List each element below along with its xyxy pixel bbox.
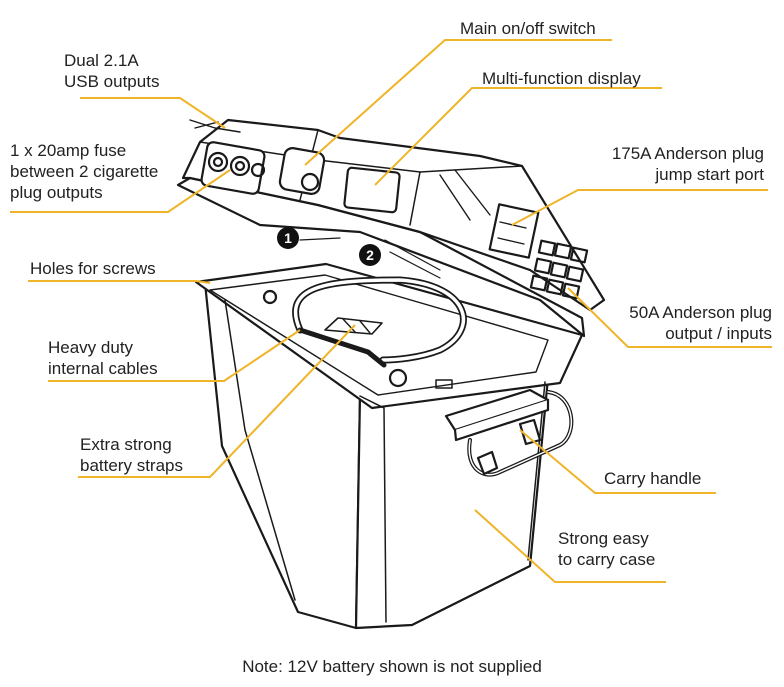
display-panel bbox=[343, 166, 401, 214]
label-display: Multi-function display bbox=[482, 69, 641, 88]
label-fuse: 1 x 20amp fuse between 2 cigarette plug … bbox=[10, 140, 158, 203]
label-fuse-line3: plug outputs bbox=[10, 183, 103, 202]
leader-anderson175 bbox=[511, 189, 768, 226]
leader-fuse bbox=[10, 169, 231, 213]
label-case-line2: to carry case bbox=[558, 550, 656, 569]
label-case-line1: Strong easy bbox=[558, 529, 649, 548]
label-cables: Heavy duty internal cables bbox=[48, 337, 158, 379]
anderson-50-group bbox=[529, 239, 589, 300]
anderson-175 bbox=[488, 203, 540, 259]
label-cables-line1: Heavy duty bbox=[48, 338, 134, 357]
label-switch: Main on/off switch bbox=[460, 19, 596, 38]
battery-strap bbox=[324, 317, 383, 335]
leader-usb bbox=[80, 97, 226, 129]
label-straps-line1: Extra strong bbox=[80, 435, 172, 454]
label-anderson175-line1: 175A Anderson plug bbox=[611, 144, 764, 163]
leader-case bbox=[474, 509, 666, 583]
leader-switch bbox=[304, 39, 612, 166]
label-screws: Holes for screws bbox=[30, 259, 156, 278]
leader-straps bbox=[78, 324, 356, 478]
label-cables-line2: internal cables bbox=[48, 359, 158, 378]
label-handle: Carry handle bbox=[604, 469, 702, 488]
leader-handle bbox=[519, 429, 716, 494]
label-anderson50-line1: 50A Anderson plug bbox=[629, 303, 772, 322]
marker-2 bbox=[359, 244, 381, 266]
main-switch bbox=[278, 147, 326, 195]
case-rim bbox=[194, 262, 584, 410]
label-usb-line2: USB outputs bbox=[64, 72, 160, 91]
leader-screws bbox=[28, 280, 211, 284]
label-anderson50: 50A Anderson plug output / inputs bbox=[629, 302, 772, 344]
label-usb-line1: Dual 2.1A bbox=[64, 51, 139, 70]
label-usb: Dual 2.1A USB outputs bbox=[64, 50, 159, 92]
label-case: Strong easy to carry case bbox=[558, 528, 655, 570]
label-anderson50-line2: output / inputs bbox=[665, 324, 772, 343]
marker-1-text: 1 bbox=[284, 230, 292, 246]
label-fuse-line2: between 2 cigarette bbox=[10, 162, 159, 181]
label-straps: Extra strong battery straps bbox=[80, 434, 183, 476]
label-anderson175-line2: jump start port bbox=[655, 165, 764, 184]
leader-display bbox=[374, 87, 662, 186]
leader-anderson50 bbox=[567, 287, 772, 348]
leader-cables bbox=[48, 329, 301, 382]
footnote: Note: 12V battery shown is not supplied bbox=[242, 657, 542, 676]
label-straps-line2: battery straps bbox=[80, 456, 183, 475]
marker-1 bbox=[277, 227, 299, 249]
label-anderson175: 175A Anderson plug jump start port bbox=[612, 143, 764, 185]
terminal-post bbox=[388, 368, 408, 388]
marker-2-text: 2 bbox=[366, 247, 374, 263]
label-fuse-line1: 1 x 20amp fuse bbox=[10, 141, 127, 160]
